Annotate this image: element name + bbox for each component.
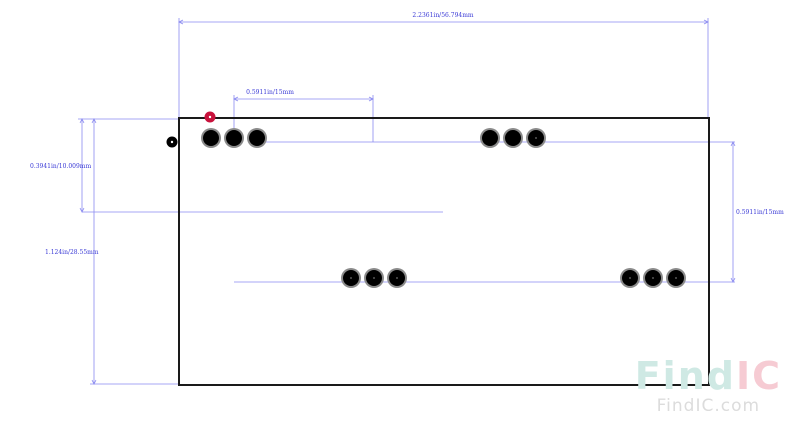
board-outline [178, 117, 710, 386]
pad-group-row1-left [201, 128, 267, 148]
dimension-row-offset-left: 0.3941in/10.009mm [30, 118, 179, 213]
dim-overall-height-label: 1.124in/28.55mm [45, 249, 99, 256]
pad-group-row2-left [341, 268, 407, 288]
watermark-logo-find: Find [634, 354, 736, 398]
pad-group-row1-right [480, 128, 546, 148]
dim-row-spacing-right-label: 0.5911in/15mm [736, 209, 784, 216]
dimension-row-spacing-right: 0.5911in/15mm [730, 141, 784, 283]
dimension-pin-span: 0.5911in/15mm [233, 89, 374, 142]
dim-overall-width-label: 2.2361in/56.794mm [412, 12, 473, 19]
watermark-logo-ic: IC [735, 354, 782, 398]
dim-row-offset-left-label: 0.3941in/10.009mm [30, 163, 91, 170]
watermark-url: FindIC.com [656, 396, 761, 416]
watermark-logo: FindIC [635, 356, 782, 396]
pad-group-row2-right [620, 268, 686, 288]
findic-watermark: FindIC FindIC.com [635, 356, 782, 416]
dimension-overall-height: 1.124in/28.55mm [45, 118, 179, 385]
dimension-overall-width: 2.2361in/56.794mm [178, 12, 709, 118]
pin1-marker-icon [204, 111, 216, 123]
dim-pin-span-label: 0.5911in/15mm [246, 89, 294, 96]
origin-marker-icon [166, 136, 178, 148]
